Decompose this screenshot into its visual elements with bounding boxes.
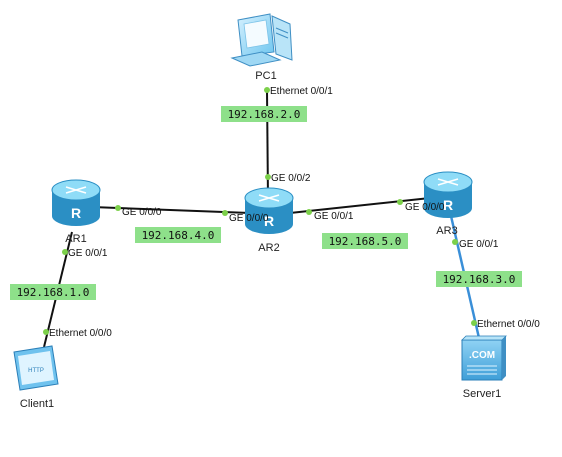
svg-text:192.168.2.0: 192.168.2.0 [228,108,301,121]
port-label-ar2-ge001: GE 0/0/1 [314,211,354,222]
svg-text:192.168.4.0: 192.168.4.0 [142,229,215,242]
port-label-ar3-ge000: GE 0/0/0 [405,202,445,213]
port-dot[interactable] [62,249,68,255]
subnet-label-192-168-2-0: 192.168.2.0 [221,106,307,122]
port-label-ar2-ge000: GE 0/0/0 [229,213,269,224]
subnet-labels: 192.168.2.0 192.168.4.0 192.168.5.0 192.… [10,106,522,300]
device-label-ar2: AR2 [258,242,279,254]
pc-icon [230,13,293,67]
device-ar2[interactable]: R AR2 [244,187,294,254]
svg-text:192.168.3.0: 192.168.3.0 [443,273,516,286]
svg-text:192.168.5.0: 192.168.5.0 [329,235,402,248]
subnet-label-192-168-3-0: 192.168.3.0 [436,271,522,287]
port-dot[interactable] [265,174,271,180]
device-client1[interactable]: HTTP Client1 [13,345,59,410]
router-icon: R [244,187,294,234]
device-ar3[interactable]: R AR3 [423,171,473,237]
svg-text:R: R [264,213,274,229]
port-dot[interactable] [43,329,49,335]
link-ar2-ar3[interactable] [289,197,431,214]
port-labels: Ethernet 0/0/1 GE 0/0/2 GE 0/0/0 GE 0/0/… [49,86,540,339]
port-label-ar1-ge001: GE 0/0/1 [68,248,108,259]
svg-text:.COM: .COM [469,350,495,361]
device-label-client1: Client1 [20,398,54,410]
http-client-icon: HTTP [13,345,59,391]
port-label-ar2-ge002: GE 0/0/2 [271,173,311,184]
device-label-server1: Server1 [463,388,502,400]
port-dot[interactable] [397,199,403,205]
port-dot[interactable] [306,209,312,215]
port-label-pc1-eth: Ethernet 0/0/1 [270,86,333,97]
port-dot[interactable] [264,87,270,93]
router-icon: R [423,171,473,218]
device-pc1[interactable]: PC1 [230,13,293,82]
port-label-server1-eth: Ethernet 0/0/0 [477,319,540,330]
port-label-ar1-ge000: GE 0/0/0 [122,207,162,218]
subnet-label-192-168-1-0: 192.168.1.0 [10,284,96,300]
device-server1[interactable]: .COM Server1 [461,335,507,400]
server-icon: .COM [461,335,507,381]
device-label-ar3: AR3 [436,225,457,237]
port-label-ar3-ge001: GE 0/0/1 [459,239,499,250]
router-icon: R [51,179,101,226]
svg-text:HTTP: HTTP [28,368,44,374]
port-dot[interactable] [115,205,121,211]
device-label-ar1: AR1 [65,233,86,245]
port-dot[interactable] [222,210,228,216]
port-dot[interactable] [471,320,477,326]
svg-text:R: R [443,197,453,213]
device-ar1[interactable]: R AR1 [51,179,101,245]
subnet-label-192-168-4-0: 192.168.4.0 [135,227,221,243]
port-dots [43,87,477,335]
subnet-label-192-168-5-0: 192.168.5.0 [322,233,408,249]
svg-text:R: R [71,205,81,221]
port-label-client1-eth: Ethernet 0/0/0 [49,328,112,339]
device-label-pc1: PC1 [255,70,276,82]
port-dot[interactable] [452,239,458,245]
svg-text:192.168.1.0: 192.168.1.0 [17,286,90,299]
